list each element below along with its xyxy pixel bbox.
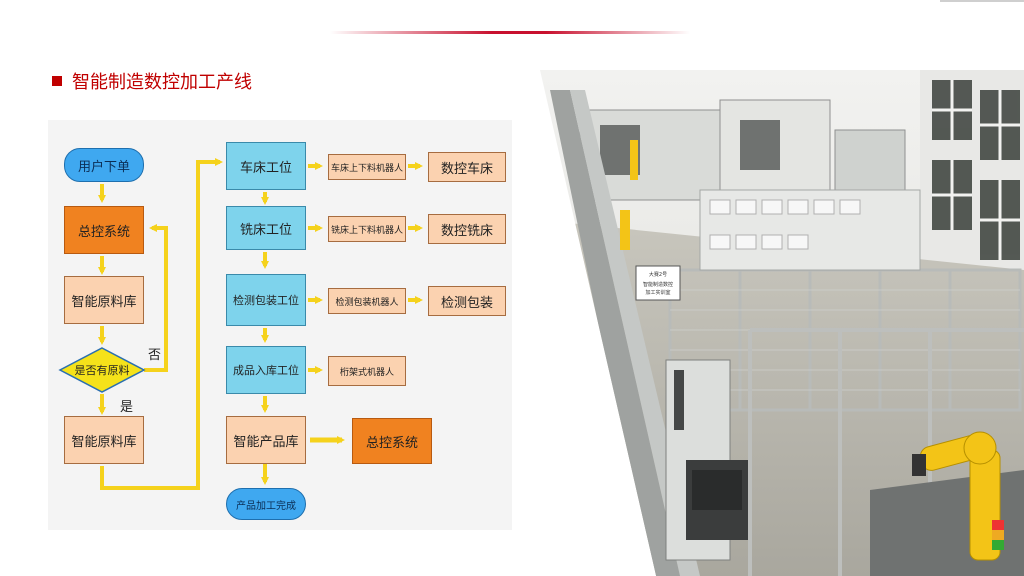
milling-station: 铣床工位	[226, 206, 306, 250]
inspection-packing-robot: 检测包装机器人	[328, 288, 406, 314]
milling-loading-robot: 铣床上下料机器人	[328, 216, 406, 242]
title-bullet-icon	[52, 76, 62, 86]
top-corner-line	[940, 0, 1024, 2]
page-title-text: 智能制造数控加工产线	[72, 72, 252, 93]
decision-has-material: 是否有原料	[74, 364, 130, 377]
finished-storage-station: 成品入库工位	[226, 346, 306, 394]
production-line-photo: 大赛2号 智能制造数控 加工实训室	[540, 70, 1024, 576]
lathe-loading-robot: 车床上下料机器人	[328, 154, 406, 180]
master-control-system: 总控系统	[64, 206, 144, 254]
decision-no-label: 否	[148, 348, 162, 363]
cnc-milling: 数控铣床	[428, 214, 506, 244]
sign-line-3: 加工实训室	[645, 289, 670, 296]
cnc-lathe: 数控车床	[428, 152, 506, 182]
flow-connectors	[58, 158, 423, 490]
user-order-start: 用户下单	[64, 148, 144, 182]
inspection-packing-result: 检测包装	[428, 286, 506, 316]
process-flowchart: 用户下单 总控系统 智能原料库 是否有原料 否 是 智能原料库 车床工位 铣床工…	[48, 120, 512, 530]
process-complete-end: 产品加工完成	[226, 488, 306, 520]
sign-line-1: 大赛2号	[649, 271, 667, 278]
lathe-station: 车床工位	[226, 142, 306, 190]
factory-scene-image: 大赛2号 智能制造数控 加工实训室	[540, 70, 1024, 576]
raw-material-store-1: 智能原料库	[64, 276, 144, 324]
page-title: 智能制造数控加工产线	[52, 68, 252, 94]
final-control-system: 总控系统	[352, 418, 432, 464]
inspection-packing-station: 检测包装工位	[226, 274, 306, 326]
raw-material-store-2: 智能原料库	[64, 416, 144, 464]
gantry-robot: 桁架式机器人	[328, 356, 406, 386]
product-store: 智能产品库	[226, 416, 306, 464]
sign-line-2: 智能制造数控	[643, 281, 673, 288]
decision-yes-label: 是	[120, 400, 134, 415]
header-decorative-line	[330, 31, 690, 34]
